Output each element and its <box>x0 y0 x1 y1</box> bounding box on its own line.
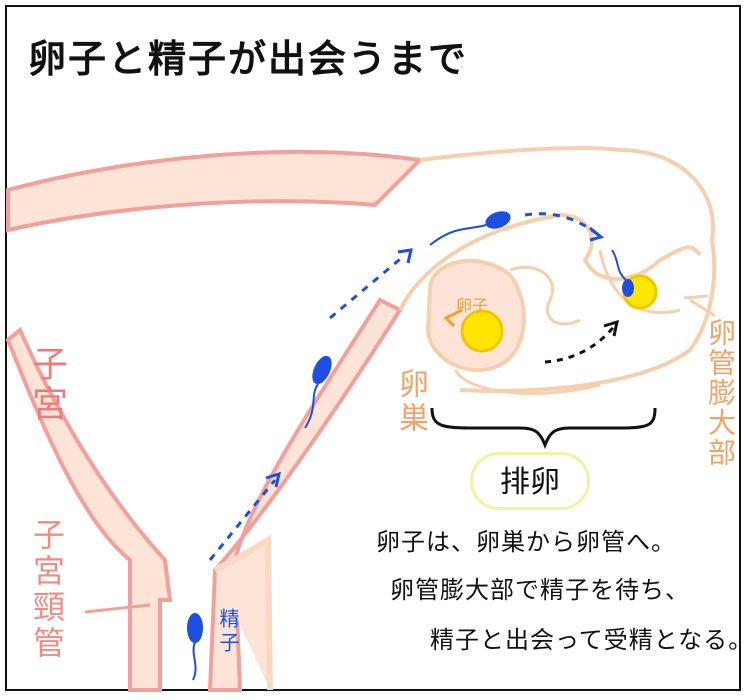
arrowheads <box>265 226 605 488</box>
label-ampulla: 卵管膨大部 <box>704 318 737 468</box>
label-uterus: 子宮 <box>26 345 67 425</box>
uterus-left-wall <box>5 326 173 692</box>
fallopian-tube <box>398 146 717 393</box>
ovary-ligament <box>453 265 601 395</box>
ovary-brace <box>430 407 657 450</box>
sperm-cells <box>187 211 634 681</box>
frame-border <box>5 5 741 691</box>
description-line-3: 精子と出会って受精となる。 <box>430 626 749 654</box>
label-ovulation: 排卵 <box>470 452 590 510</box>
label-egg: 卵子 <box>456 296 489 315</box>
label-ovary: 卵巣 <box>393 368 428 436</box>
arrow-to-egg-icon <box>443 308 463 328</box>
ovulation-arrow <box>544 324 617 364</box>
cervix-pointer <box>84 603 151 614</box>
description-line-2: 卵管膨大部で精子を待ち、 <box>390 576 690 604</box>
page-title: 卵子と精子が出会うまで <box>28 37 469 81</box>
uterus-right-wall <box>207 297 403 692</box>
cervix-wall <box>213 534 273 691</box>
uterus-wall <box>6 149 425 233</box>
egg-in-ovary <box>460 309 504 353</box>
description-line-1: 卵子は、卵巣から卵管へ。 <box>376 528 676 556</box>
label-sperm: 精子 <box>216 608 240 656</box>
label-cervical-canal: 子宮頸管 <box>28 518 66 662</box>
arrowhead-icon <box>603 319 620 337</box>
